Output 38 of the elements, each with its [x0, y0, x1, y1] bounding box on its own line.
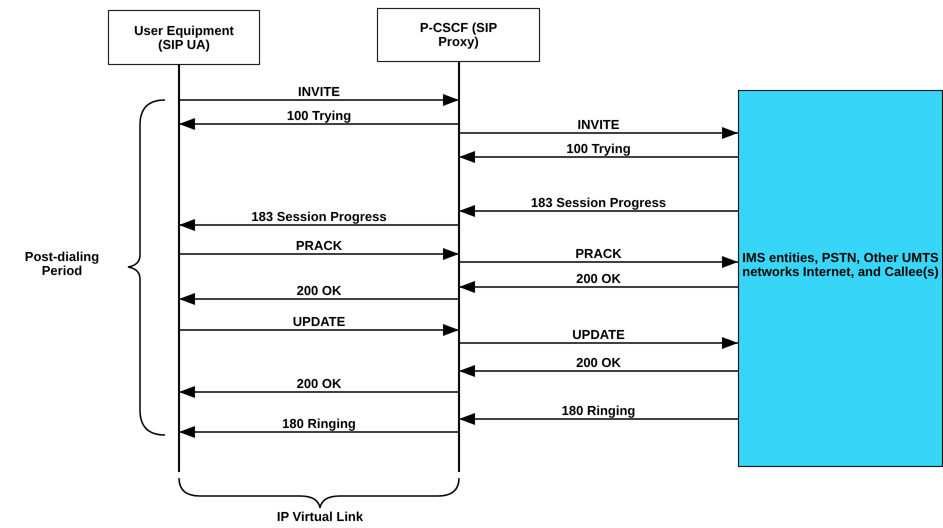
message-arrow [179, 118, 459, 130]
message-arrow [179, 386, 459, 398]
edge-label: UPDATE [572, 328, 625, 342]
edge-label: UPDATE [292, 315, 346, 329]
message-arrow [459, 151, 738, 163]
message-arrow [459, 365, 738, 377]
edge-label: INVITE [298, 85, 340, 99]
message-arrow [459, 413, 738, 425]
edge-label: PRACK [575, 247, 622, 261]
network-box [738, 90, 943, 467]
message-arrow [459, 337, 738, 349]
edge-label: 100 Trying [286, 109, 352, 123]
participant-name: User Equipment (SIP UA) [133, 24, 235, 52]
edge-label: 100 Trying [566, 142, 631, 156]
edge-label: PRACK [296, 239, 342, 253]
edge-label: 200 OK [576, 272, 621, 286]
message-arrow [179, 94, 459, 106]
participant-name: IMS entities, PSTN, Other UMTS networks Internet, and Callee(s) [741, 251, 940, 279]
edge-label: 180 Ringing [282, 417, 356, 431]
message-arrow [459, 205, 738, 217]
edge-label: 180 Ringing [562, 404, 636, 418]
annotation-label: IP Virtual Link [276, 510, 364, 524]
edge-label: INVITE [578, 118, 620, 132]
edge-label: 183 Session Progress [530, 196, 666, 210]
annotation-label: Post-dialing Period [24, 250, 100, 278]
message-arrow [179, 219, 459, 231]
participant-name: P-CSCF (SIP Proxy) [418, 21, 498, 49]
edge-label: 200 OK [296, 284, 342, 298]
message-arrow [459, 281, 738, 293]
message-arrow [179, 293, 459, 305]
message-arrow [179, 426, 459, 438]
message-arrow [179, 324, 459, 336]
message-arrow [179, 248, 459, 260]
message-arrow [459, 256, 738, 268]
message-arrow [459, 127, 738, 139]
edge-label: 200 OK [296, 377, 342, 391]
edge-label: 200 OK [576, 356, 621, 370]
edge-label: 183 Session Progress [251, 210, 387, 224]
